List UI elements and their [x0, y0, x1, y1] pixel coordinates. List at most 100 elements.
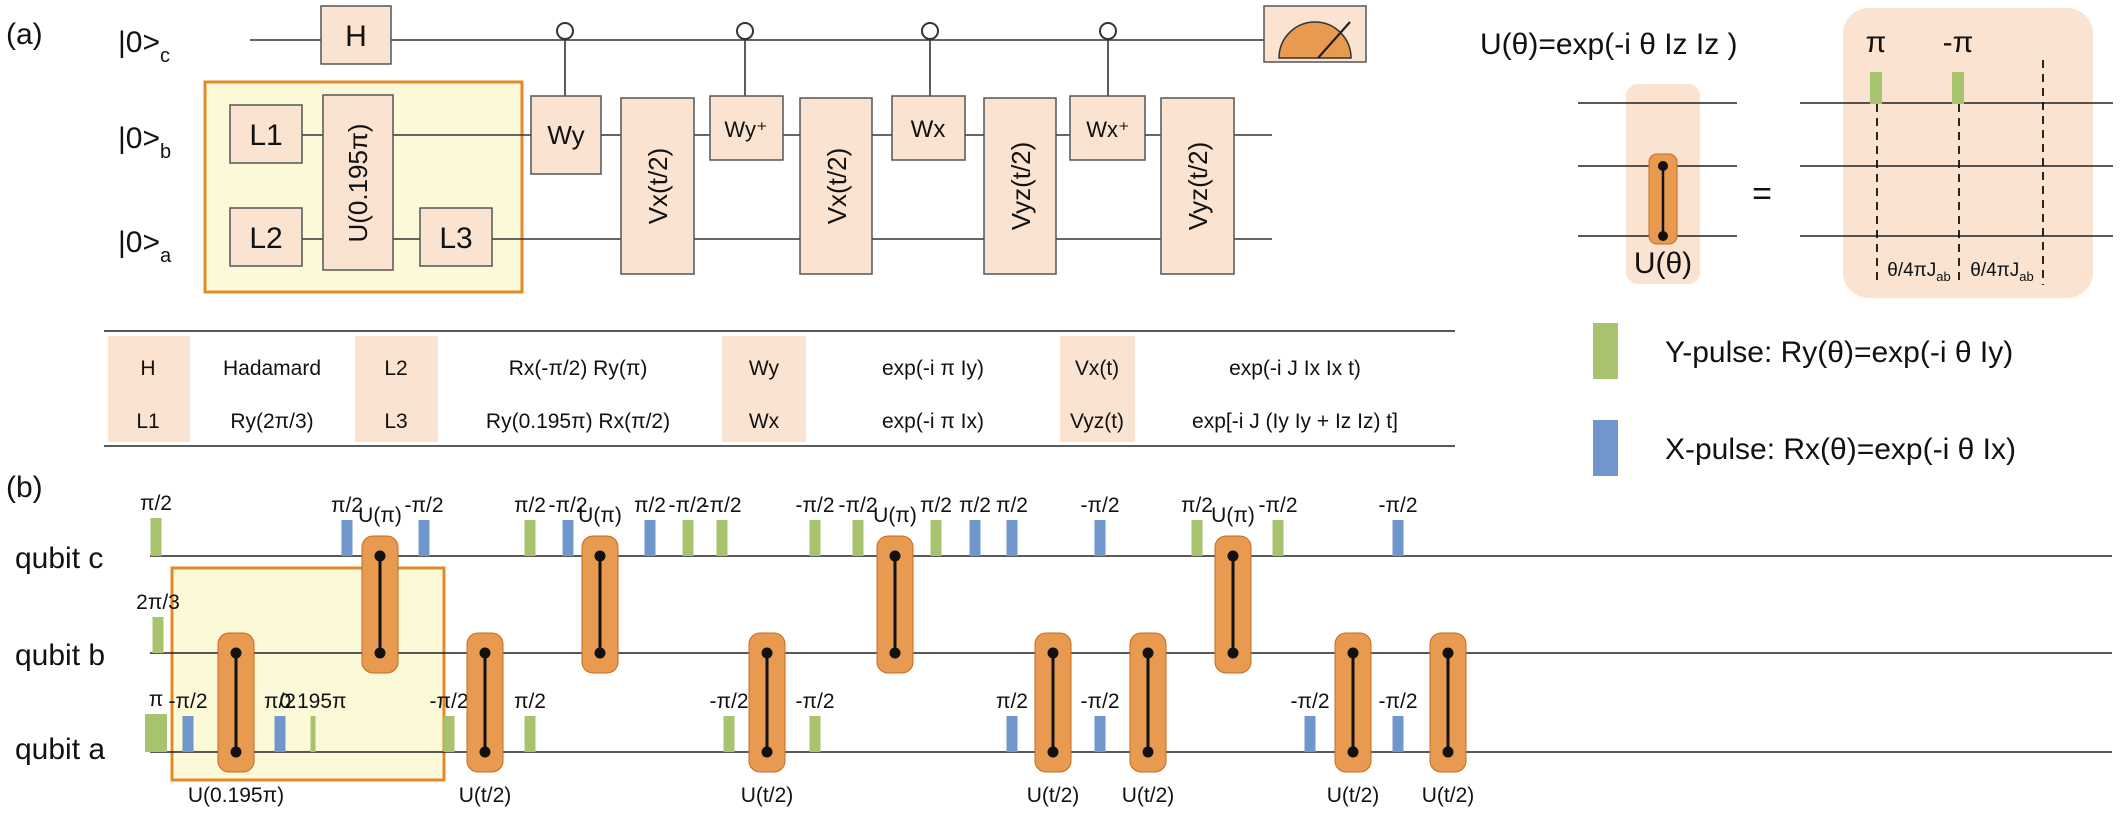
x-pulse-bar: [274, 716, 286, 752]
y-pulse-bar: [809, 716, 821, 752]
gate-vx-1: [620, 97, 695, 275]
table-cell: Rx(-π/2) Ry(π): [509, 357, 648, 380]
coupling-evolution: U(t/2): [459, 632, 511, 807]
gate-h: [320, 5, 392, 65]
pulse-legend: Y-pulse: Ry(θ)=exp(-i θ Iy) X-pulse: Rx(…: [1593, 323, 2016, 476]
equals-sign: =: [1752, 175, 1772, 213]
x-pulse: -π/2: [1379, 690, 1418, 752]
state-prep-highlight-b: [170, 566, 446, 782]
x-pulse: π/2: [634, 494, 666, 556]
table-cell: Vyz(t): [1070, 410, 1124, 433]
coupling-label: U(t/2): [1422, 784, 1475, 807]
y-pulse: π/2: [140, 492, 172, 556]
y-pulse-bar: [723, 716, 735, 752]
pulse-sequence-background: [1843, 8, 2093, 298]
control-dot: [1099, 22, 1117, 40]
gate-u0195-label: U(0.195π): [343, 123, 373, 242]
coupling-evolution: U(π): [873, 504, 917, 674]
pulse-angle-label: π: [149, 688, 164, 711]
coupling-evolution: U(π): [578, 504, 622, 674]
pulse-angle-label: -π/2: [703, 494, 742, 517]
x-pulse-bar: [644, 520, 656, 556]
y-pulse-bar: [310, 716, 316, 752]
coupling-evolution: U(t/2): [1422, 632, 1475, 807]
pulse-angle-label: π/2: [634, 494, 666, 517]
x-pulse: -π/2: [1291, 690, 1330, 752]
y-pulse: π/2: [920, 494, 952, 556]
coupling-dot: [1047, 647, 1059, 659]
coupling-dot: [1227, 647, 1239, 659]
coupling-label: U(π): [578, 504, 622, 527]
gate-wy: [530, 95, 602, 175]
gate-wy-label: Wy: [547, 120, 584, 150]
coupling-evolution: U(t/2): [1327, 632, 1380, 807]
coupling-label: U(t/2): [741, 784, 794, 807]
table-cell: exp(-i π Iy): [882, 357, 984, 380]
coupling-evolution: U(t/2): [1122, 632, 1174, 807]
x-pulse-bar: [562, 520, 574, 556]
gate-wy-dagger-label: Wy⁺: [724, 117, 767, 142]
table-cell: Vx(t): [1075, 357, 1119, 380]
table-cell: L2: [384, 357, 407, 380]
pulse-angle-label: -π/2: [405, 494, 444, 517]
x-pulse-legend: X-pulse: Rx(θ)=exp(-i θ Ix): [1665, 433, 2016, 466]
gate-wx-dagger: [1069, 95, 1146, 161]
coupling-dot: [230, 647, 242, 659]
coupling-label: U(t/2): [1327, 784, 1380, 807]
panel-b: (b) qubit c qubit b qubit a π/22π/3π-π/2…: [6, 471, 2112, 807]
pulse-angle-label: π/2: [514, 690, 546, 713]
x-pulse: π/2: [331, 494, 363, 556]
coupling-label: U(π): [873, 504, 917, 527]
y-minus-pi-pulse: [1952, 72, 1964, 104]
pulse-angle-label: -π/2: [710, 690, 749, 713]
coupling-dot: [479, 647, 491, 659]
gate-u0195: [322, 94, 394, 271]
y-pi-pulse: [1870, 72, 1882, 104]
table-cell: Ry(0.195π) Rx(π/2): [486, 410, 670, 433]
table-cell: L1: [136, 410, 159, 433]
coupling-dot: [761, 746, 773, 758]
gate-vx-2-label: Vx(t/2): [822, 148, 852, 225]
x-pulse: -π/2: [1081, 494, 1120, 556]
table-cell: L3: [384, 410, 407, 433]
couplings-layer: U(0.195π)U(π)U(t/2)U(π)U(t/2)U(π)U(t/2)U…: [188, 504, 1474, 807]
control-dot: [556, 22, 574, 40]
panel-a: (a) |0>c |0>b |0>a: [6, 5, 1455, 447]
gate-vyz-1: [983, 97, 1057, 275]
pulse-angle-label: -π/2: [1379, 494, 1418, 517]
coupling-dot: [889, 647, 901, 659]
measurement-meter-icon: [1263, 5, 1367, 63]
pulse-angle-label: -π/2: [1291, 690, 1330, 713]
coupling-dot: [479, 746, 491, 758]
gate-vyz-2: [1160, 97, 1235, 275]
pulse-angle-label: -π/2: [430, 690, 469, 713]
x-pulse-bar: [1006, 520, 1018, 556]
qubit-c-label: qubit c: [15, 542, 103, 575]
y-pulse: -π/2: [796, 690, 835, 752]
qubit-b-label: qubit b: [15, 639, 105, 672]
coupling-dot: [1142, 647, 1154, 659]
coupling-label: U(π): [358, 504, 402, 527]
y-pulse-bar: [150, 518, 162, 556]
panel-a-label: (a): [6, 18, 43, 51]
coupling-equation: U(θ)=exp(-i θ Iz Iz ) U(θ) = π -π θ/4πJa…: [1480, 8, 2113, 298]
coupling-dot: [374, 550, 386, 562]
delay-label: θ/4πJab: [1887, 260, 1951, 284]
y-pulse: π/2: [1181, 494, 1213, 556]
gate-l3-label: L3: [439, 222, 472, 255]
pulse-angle-label: π/2: [996, 494, 1028, 517]
x-pulse-bar: [1392, 716, 1404, 752]
pulse-angle-label: -π/2: [1379, 690, 1418, 713]
gate-vyz-1-label: Vyz(t/2): [1006, 142, 1036, 231]
gate-l3: [419, 207, 493, 267]
x-pulse-bar: [182, 716, 194, 752]
pulse-angle-label: π/2: [996, 690, 1028, 713]
qubit-c-state: |0>c: [118, 26, 170, 67]
y-pulse: -π/2: [669, 494, 708, 556]
gate-vyz-2-label: Vyz(t/2): [1183, 142, 1213, 231]
pulse-angle-label: 2π/3: [136, 591, 180, 614]
pulse-angle-label: π/2: [140, 492, 172, 515]
delay-label: θ/4πJab: [1970, 260, 2034, 284]
gate-l1: [229, 104, 303, 164]
gate-wx-label: Wx: [911, 116, 946, 143]
